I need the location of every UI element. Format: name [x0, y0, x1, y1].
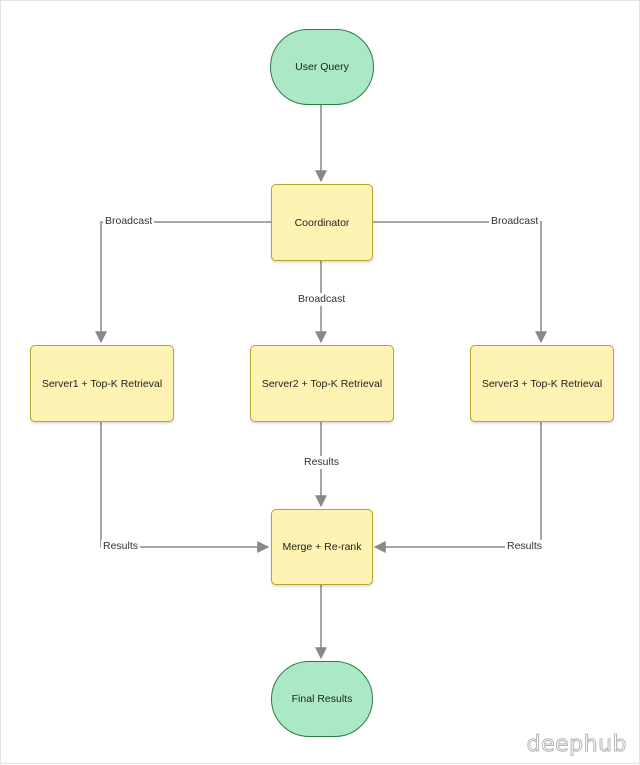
node-server2: Server2 + Top-K Retrieval — [250, 345, 394, 422]
node-server2-label: Server2 + Top-K Retrieval — [261, 377, 383, 390]
edge-label-results-center: Results — [302, 456, 342, 469]
edge-label-results-right: Results — [505, 540, 545, 553]
node-merge-rerank-label: Merge + Re-rank — [282, 541, 362, 553]
node-coordinator: Coordinator — [271, 184, 373, 261]
node-merge-rerank: Merge + Re-rank — [271, 509, 373, 585]
node-final-results-label: Final Results — [291, 693, 353, 705]
edge-coordinator-to-server1 — [95, 221, 271, 344]
node-server3: Server3 + Top-K Retrieval — [470, 345, 614, 422]
node-coordinator-label: Coordinator — [294, 216, 350, 229]
node-user-query-label: User Query — [295, 61, 349, 73]
edge-label-broadcast-center: Broadcast — [296, 293, 348, 306]
node-server1-label: Server1 + Top-K Retrieval — [41, 377, 163, 390]
edge-server3-to-merge — [373, 422, 542, 553]
edge-server1-to-merge — [100, 422, 270, 553]
node-final-results: Final Results — [271, 661, 373, 737]
edge-label-results-left: Results — [101, 540, 141, 553]
edge-label-broadcast-left: Broadcast — [103, 215, 155, 228]
watermark-logo: deephub — [526, 732, 627, 758]
node-server3-label: Server3 + Top-K Retrieval — [481, 377, 603, 390]
edge-label-broadcast-right: Broadcast — [489, 215, 541, 228]
edge-coordinator-to-server3 — [372, 221, 547, 344]
node-user-query: User Query — [270, 29, 374, 105]
node-server1: Server1 + Top-K Retrieval — [30, 345, 174, 422]
